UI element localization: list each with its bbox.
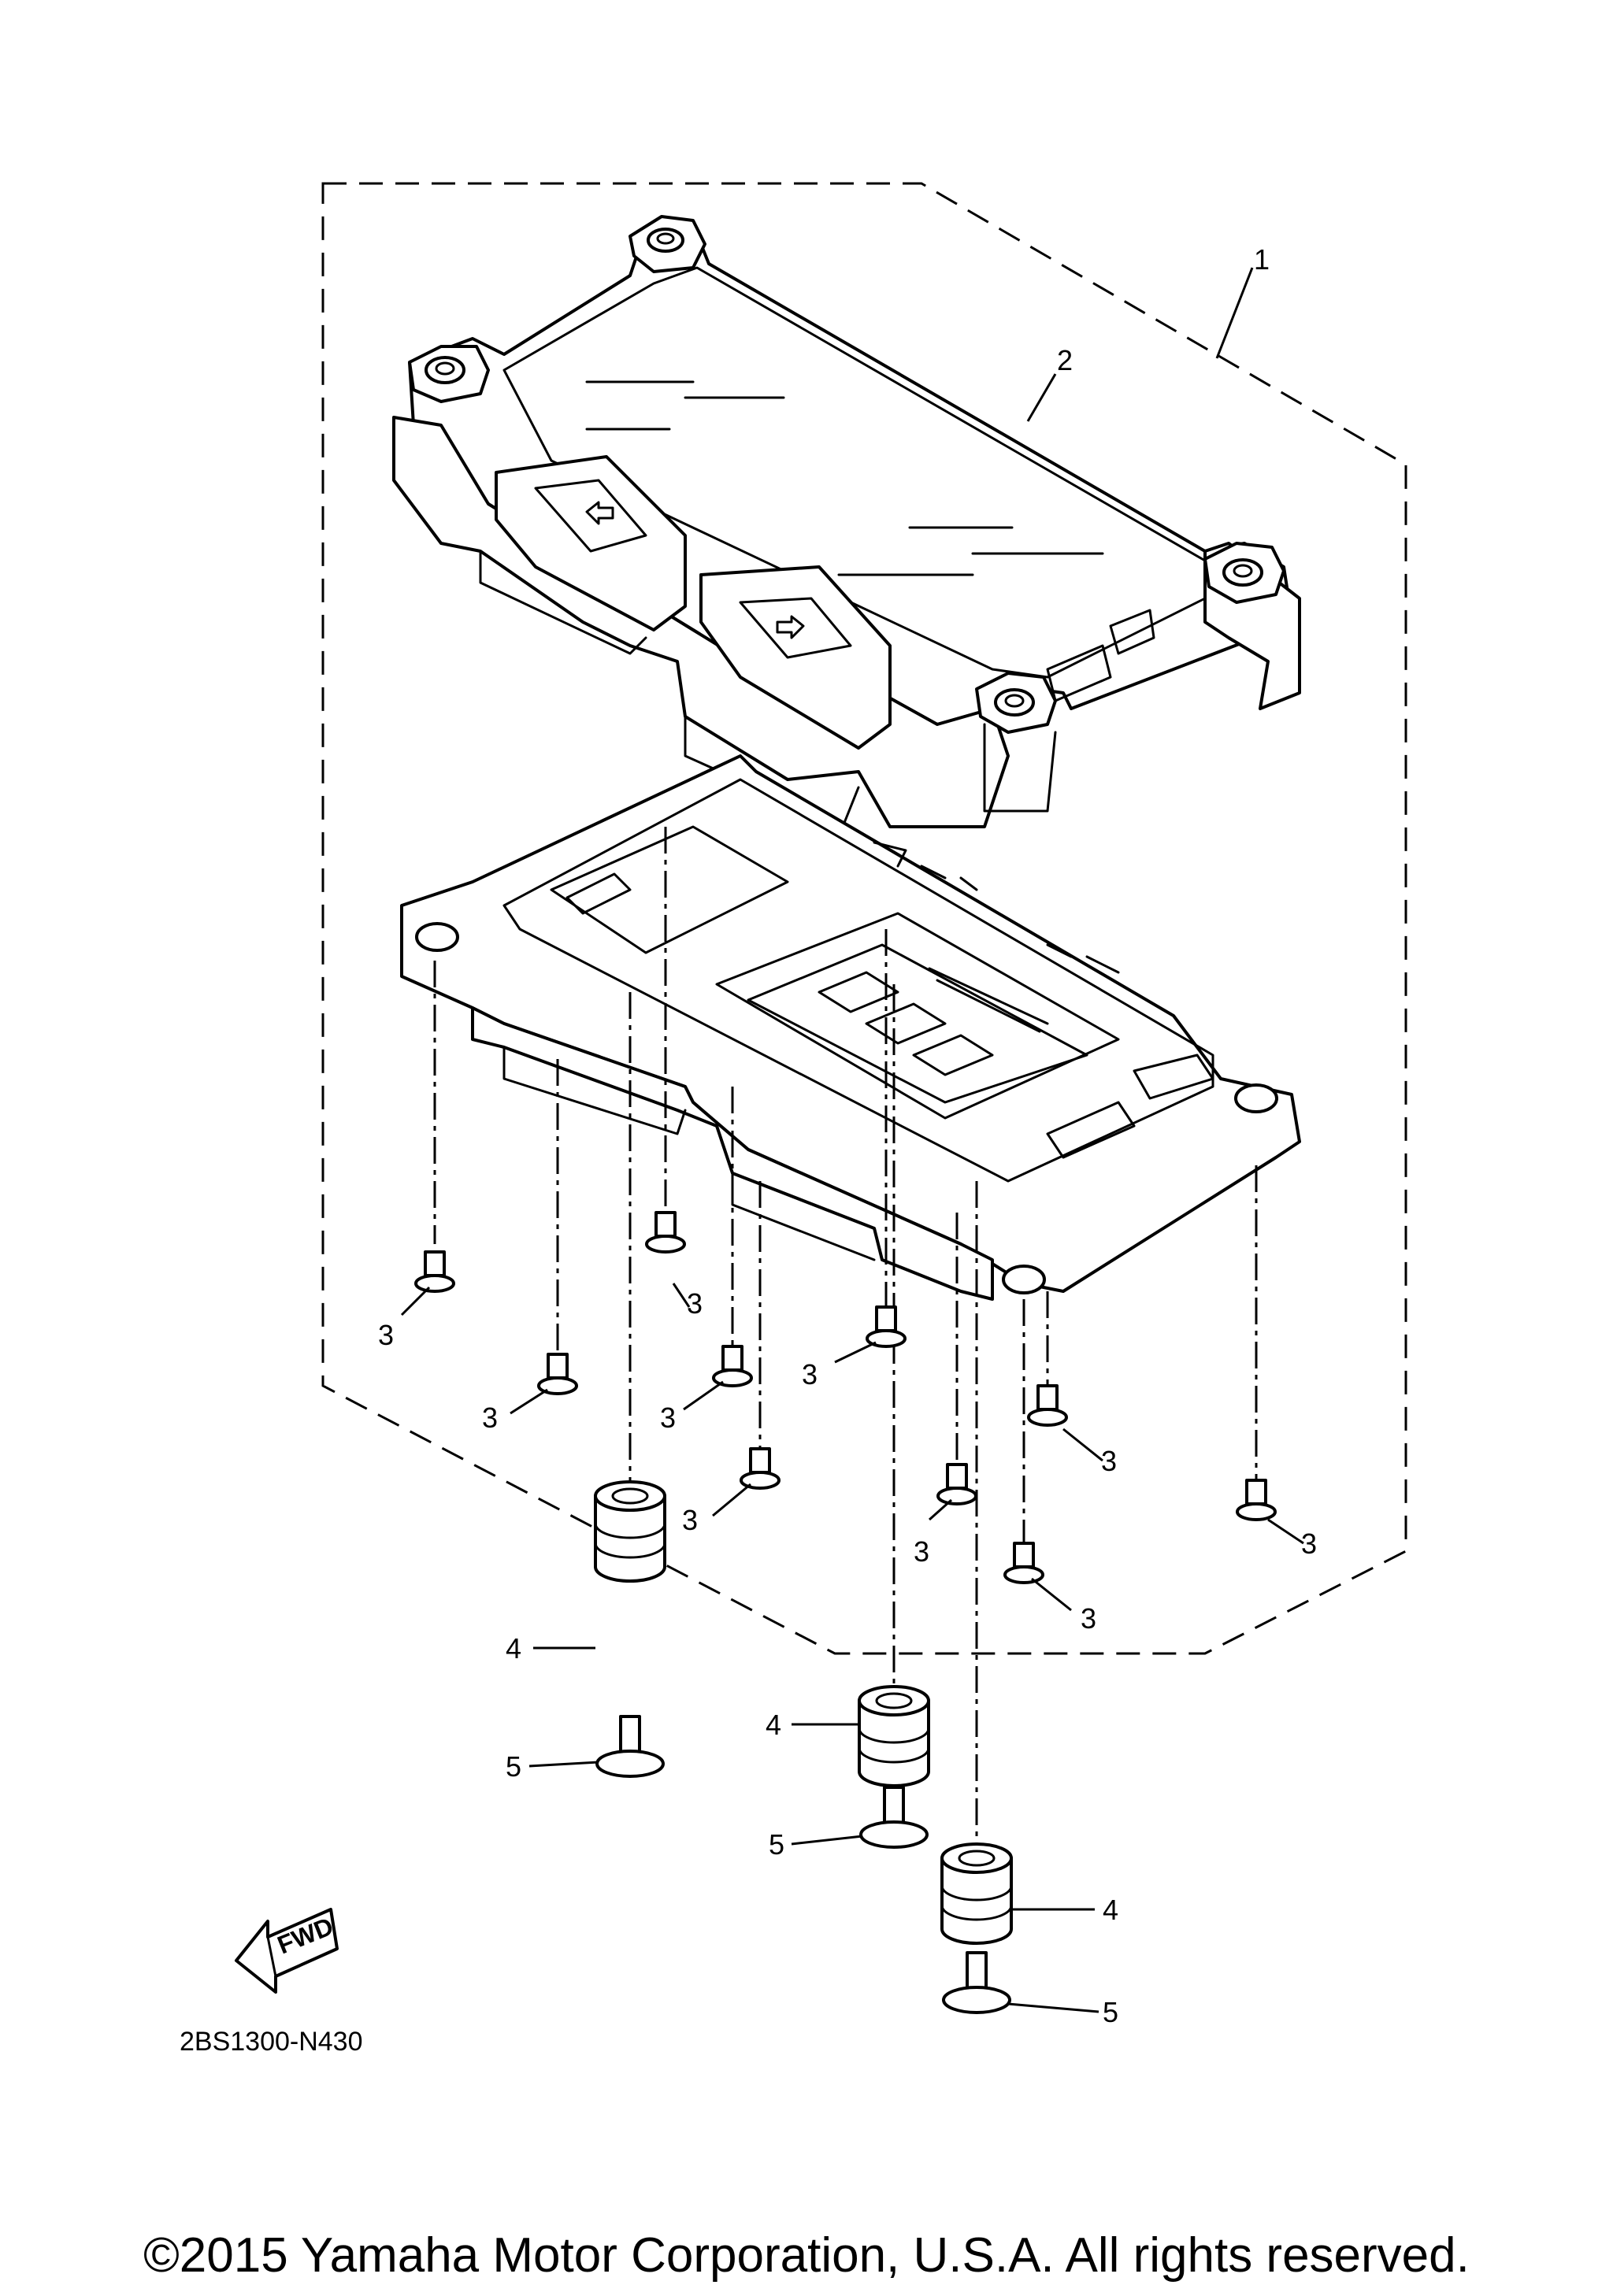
screw [537,1353,578,1395]
callout-labels: 1 2 3 3 3 3 3 3 3 3 3 3 4 4 4 5 5 5 [378,243,1317,2028]
screw [1027,1384,1068,1427]
boss-right [1203,542,1285,604]
callout-5: 5 [506,1750,521,1783]
callout-1: 1 [1254,243,1270,276]
callout-5: 5 [1103,1996,1118,2028]
screw [645,1211,686,1254]
boss-top [629,215,706,273]
callout-2: 2 [1057,344,1073,376]
copyright-notice: ©2015 Yamaha Motor Corporation, U.S.A. A… [143,2228,1470,2283]
callout-4: 4 [506,1632,521,1665]
boss-front [975,672,1057,813]
callout-4: 4 [766,1709,781,1741]
screw [414,1250,455,1293]
lcd-digits [818,967,1049,1076]
callout-3: 3 [687,1287,703,1320]
collar [595,1715,665,1778]
collar [859,1786,929,1849]
screw [740,1447,781,1490]
collars [595,1715,1011,2014]
screw [936,1463,977,1505]
grommet [594,1480,666,1583]
screws [414,1211,1277,1584]
meter-cover [392,215,1301,828]
screw [866,1305,907,1348]
callout-4: 4 [1103,1894,1118,1926]
diagram-code: 2BS1300-N430 [180,2027,363,2057]
grommets [594,1480,1013,1945]
leader-lines [400,267,1304,2013]
callout-3: 3 [914,1535,929,1568]
fwd-arrow-icon: FWD [235,1908,339,1994]
screw [712,1345,753,1387]
callout-3: 3 [482,1402,498,1434]
boss-left [408,345,490,403]
grommet [858,1685,930,1787]
screw [1003,1542,1044,1584]
callout-3: 3 [378,1319,394,1351]
callout-3: 3 [660,1402,676,1434]
grommet [940,1842,1013,1945]
assembly-boundary [321,182,1407,1655]
callout-5: 5 [769,1828,784,1861]
collar [942,1951,1011,2014]
callout-3: 3 [1101,1445,1117,1477]
callout-3: 3 [1301,1528,1317,1560]
screw [1236,1479,1277,1521]
callout-3: 3 [802,1358,818,1391]
callout-3: 3 [682,1504,698,1536]
callout-3: 3 [1081,1602,1096,1635]
meter-case [400,754,1301,1301]
